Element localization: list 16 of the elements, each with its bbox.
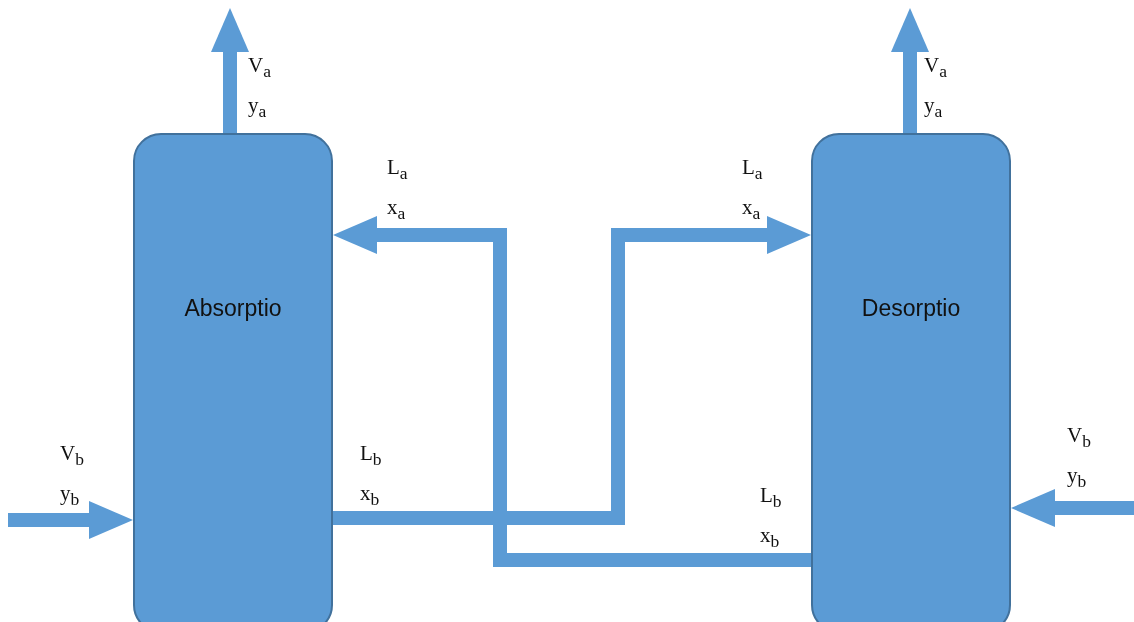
column-box: [133, 133, 333, 622]
edge-label: L$_{a}$ x$_{a}$: [387, 154, 409, 226]
flow-arrow: [8, 501, 133, 539]
edge-label: V$_{a}$ y$_{a}$: [924, 52, 948, 124]
edge-label: V$_{a}$ y$_{a}$: [248, 52, 272, 124]
flow-arrow: [211, 8, 249, 133]
edge-label: V$_{b}$ y$_{b}$: [1067, 422, 1092, 494]
stream-label: L$_{b}$ x$_{b}$: [360, 440, 383, 512]
column-label: Desorptio: [861, 294, 961, 322]
column-box: [811, 133, 1011, 622]
column-label: Absorptio: [184, 294, 282, 322]
edge-label: V$_{b}$ y$_{b}$: [60, 440, 85, 512]
flow-arrow: [1011, 489, 1134, 527]
edge-label: L$_{a}$ x$_{a}$: [742, 154, 764, 226]
stream-label: L$_{b}$ x$_{b}$: [760, 482, 783, 554]
flow-arrow: [891, 8, 929, 133]
